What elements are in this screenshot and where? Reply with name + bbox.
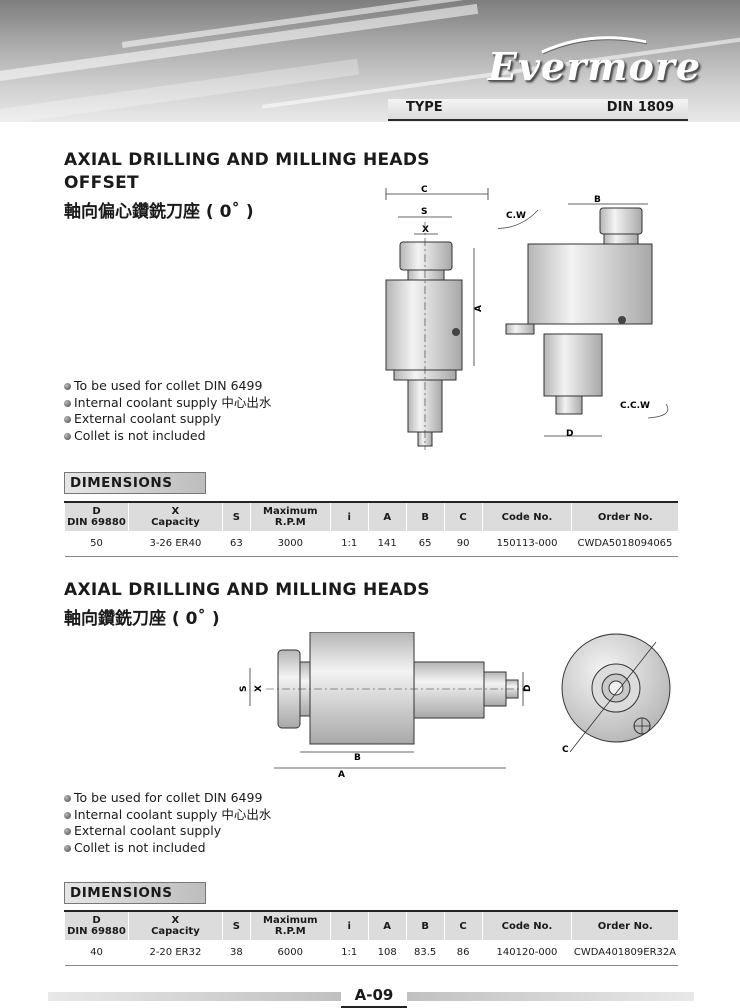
col-order: Order No. bbox=[571, 501, 678, 531]
col-s: S bbox=[221, 910, 251, 940]
dim-x2-label: X bbox=[254, 685, 264, 692]
dim-a-label: A bbox=[474, 305, 484, 312]
section1-feature-list: To be used for collet DIN 6499 Internal … bbox=[64, 378, 271, 444]
dim-s2-label: S bbox=[239, 686, 249, 692]
section2-feature-item: To be used for collet DIN 6499 bbox=[64, 790, 271, 807]
table-row: 50 3-26 ER40 63 3000 1:1 141 65 90 15011… bbox=[64, 531, 678, 557]
col-a: A bbox=[367, 501, 407, 531]
col-c: C bbox=[443, 501, 483, 531]
col-i: i bbox=[329, 501, 369, 531]
col-s: S bbox=[221, 501, 251, 531]
section2-front-view-drawing: C bbox=[561, 633, 671, 755]
section2-feature-item: Collet is not included bbox=[64, 840, 271, 857]
dim-d-label: D bbox=[566, 429, 573, 439]
section2-feature-item: Internal coolant supply 中心出水 bbox=[64, 807, 271, 824]
dim-b-label: B bbox=[594, 195, 601, 205]
cw-label: C.W bbox=[506, 211, 526, 221]
col-code: Code No. bbox=[481, 501, 572, 531]
col-c: C bbox=[443, 910, 483, 940]
type-label: TYPE bbox=[406, 100, 443, 115]
section2-feature-item: External coolant supply bbox=[64, 823, 271, 840]
col-code: Code No. bbox=[481, 910, 572, 940]
section1-side-view-drawing: C.W B D C.C.W bbox=[498, 195, 669, 439]
page-number: A-09 bbox=[341, 986, 407, 1008]
section1-title-line2: OFFSET bbox=[64, 173, 139, 193]
col-order: Order No. bbox=[571, 910, 678, 940]
table-row: 40 2-20 ER32 38 6000 1:1 108 83.5 86 140… bbox=[64, 940, 678, 966]
type-bar: TYPE DIN 1809 bbox=[388, 99, 688, 121]
dim-c-label: C bbox=[421, 185, 428, 195]
section1-title-line1: AXIAL DRILLING AND MILLING HEADS bbox=[64, 150, 430, 170]
col-a: A bbox=[367, 910, 407, 940]
section1-feature-item: To be used for collet DIN 6499 bbox=[64, 378, 271, 395]
section2-dimensions-label: DIMENSIONS bbox=[64, 882, 206, 904]
section1-feature-item: Collet is not included bbox=[64, 428, 271, 445]
section1-title-cn: 軸向偏心鑽銑刀座 ( 0˚ ) bbox=[64, 202, 254, 222]
dim-d2-label: D bbox=[523, 685, 533, 692]
dim-a2-label: A bbox=[338, 770, 345, 780]
ccw-label: C.C.W bbox=[620, 401, 650, 411]
dim-b2-label: B bbox=[354, 753, 361, 763]
col-b: B bbox=[405, 910, 445, 940]
section2-feature-list: To be used for collet DIN 6499 Internal … bbox=[64, 790, 271, 856]
section1-feature-item: External coolant supply bbox=[64, 411, 271, 428]
section1-dimensions-label: DIMENSIONS bbox=[64, 472, 206, 494]
section1-feature-item: Internal coolant supply 中心出水 bbox=[64, 395, 271, 412]
section2-side-view-drawing: S X D B A bbox=[239, 632, 533, 780]
logo-swoosh-icon bbox=[541, 36, 648, 54]
type-value: DIN 1809 bbox=[606, 100, 674, 115]
dim-x-label: X bbox=[422, 225, 429, 235]
brand-logo: Evermore bbox=[488, 44, 701, 89]
col-b: B bbox=[405, 501, 445, 531]
dim-c2-label: C bbox=[562, 745, 569, 755]
dim-s-label: S bbox=[421, 207, 427, 217]
section2-title-cn: 軸向鑽銑刀座 ( 0˚ ) bbox=[64, 609, 220, 629]
col-i: i bbox=[329, 910, 369, 940]
section1-front-view-drawing: C S X A bbox=[385, 185, 489, 450]
section2-title: AXIAL DRILLING AND MILLING HEADS bbox=[64, 580, 430, 600]
